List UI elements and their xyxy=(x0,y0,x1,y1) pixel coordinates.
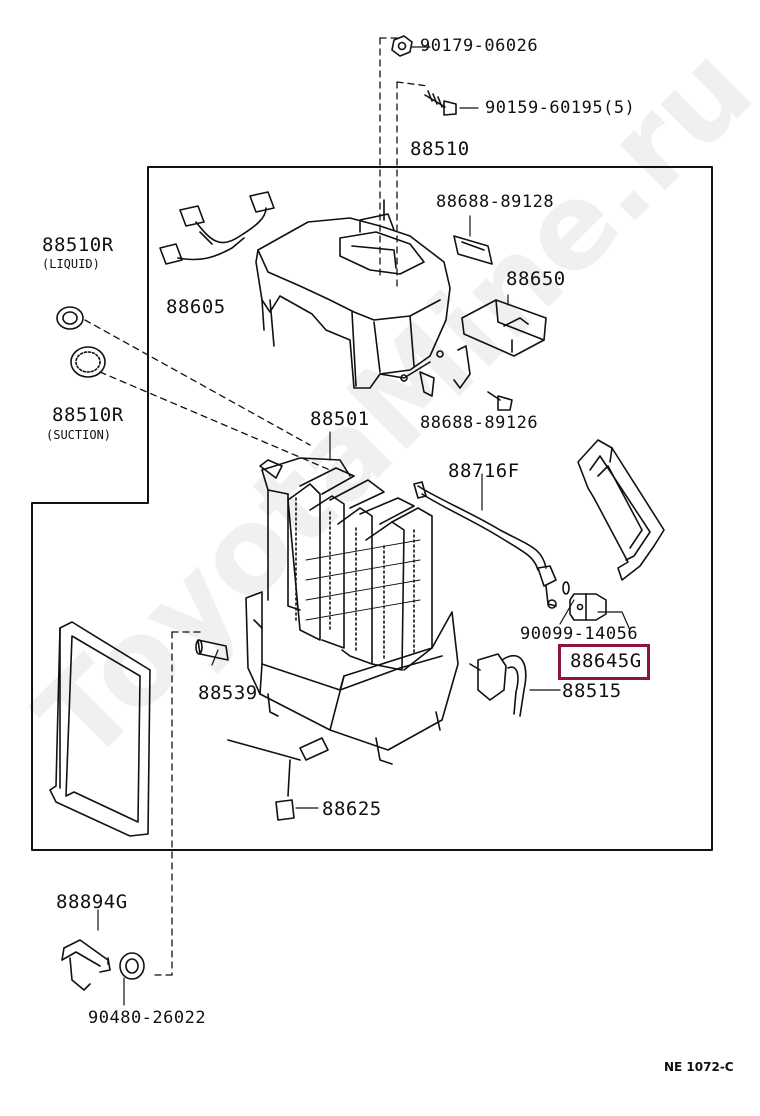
evaporator-88501-icon xyxy=(259,457,433,671)
leader-lines xyxy=(97,46,631,1006)
highlight-box xyxy=(558,644,650,680)
o-ring-88510R-liquid-icon xyxy=(56,306,84,330)
wire-harness-88605-icon xyxy=(159,191,275,265)
label-90480-26022[interactable]: 90480-26022 xyxy=(88,1008,207,1028)
label-90159-60195[interactable]: 90159-60195(5) xyxy=(485,98,636,118)
grommet-90480-icon xyxy=(119,952,145,980)
label-90099-14056[interactable]: 90099-14056 xyxy=(520,624,639,644)
nut-90179-icon xyxy=(391,35,413,57)
label-88605[interactable]: 88605 xyxy=(166,296,226,318)
drain-hose-88894G-icon xyxy=(61,939,111,991)
label-88510R-suction-note: (SUCTION) xyxy=(46,428,112,442)
label-88716F[interactable]: 88716F xyxy=(448,460,520,482)
assembly-boundary xyxy=(31,166,713,851)
label-88894G[interactable]: 88894G xyxy=(56,891,128,913)
label-88625[interactable]: 88625 xyxy=(322,798,382,820)
label-88501[interactable]: 88501 xyxy=(310,408,370,430)
bracket-88688-89126-icon xyxy=(419,345,513,411)
lower-case-icon xyxy=(245,591,459,765)
label-88510[interactable]: 88510 xyxy=(410,138,470,160)
label-90179-06026[interactable]: 90179-06026 xyxy=(420,36,539,56)
dashed-leaders xyxy=(84,37,429,976)
tube-88716F-icon xyxy=(413,481,557,609)
label-88688-89128[interactable]: 88688-89128 xyxy=(436,192,555,212)
label-88510R-liquid-note: (LIQUID) xyxy=(42,257,100,271)
label-88688-89126[interactable]: 88688-89126 xyxy=(420,413,539,433)
label-88510R-suction[interactable]: 88510R xyxy=(52,404,124,426)
label-88510R-liquid[interactable]: 88510R xyxy=(42,234,114,256)
label-88515[interactable]: 88515 xyxy=(562,680,622,702)
diagram-code: NE 1072-C xyxy=(664,1060,734,1074)
bracket-88688-89128-icon xyxy=(453,235,493,265)
seal-88539-icon xyxy=(195,639,229,661)
valve-88645G-icon xyxy=(569,593,607,621)
label-88650[interactable]: 88650 xyxy=(506,268,566,290)
o-ring-88510R-suction-icon xyxy=(70,346,106,378)
label-88539[interactable]: 88539 xyxy=(198,682,258,704)
filter-frame-left-icon xyxy=(49,621,151,837)
thermistor-88625-icon xyxy=(227,737,329,821)
filter-frame-right-icon xyxy=(577,439,665,581)
o-ring-90099-icon xyxy=(562,581,570,595)
pipe-88515-icon xyxy=(469,653,527,717)
label-88645G[interactable]: 88645G xyxy=(570,650,642,672)
screw-90159-icon xyxy=(424,90,457,116)
upper-case-88510-icon xyxy=(255,199,451,389)
resistor-88650-icon xyxy=(461,299,547,357)
